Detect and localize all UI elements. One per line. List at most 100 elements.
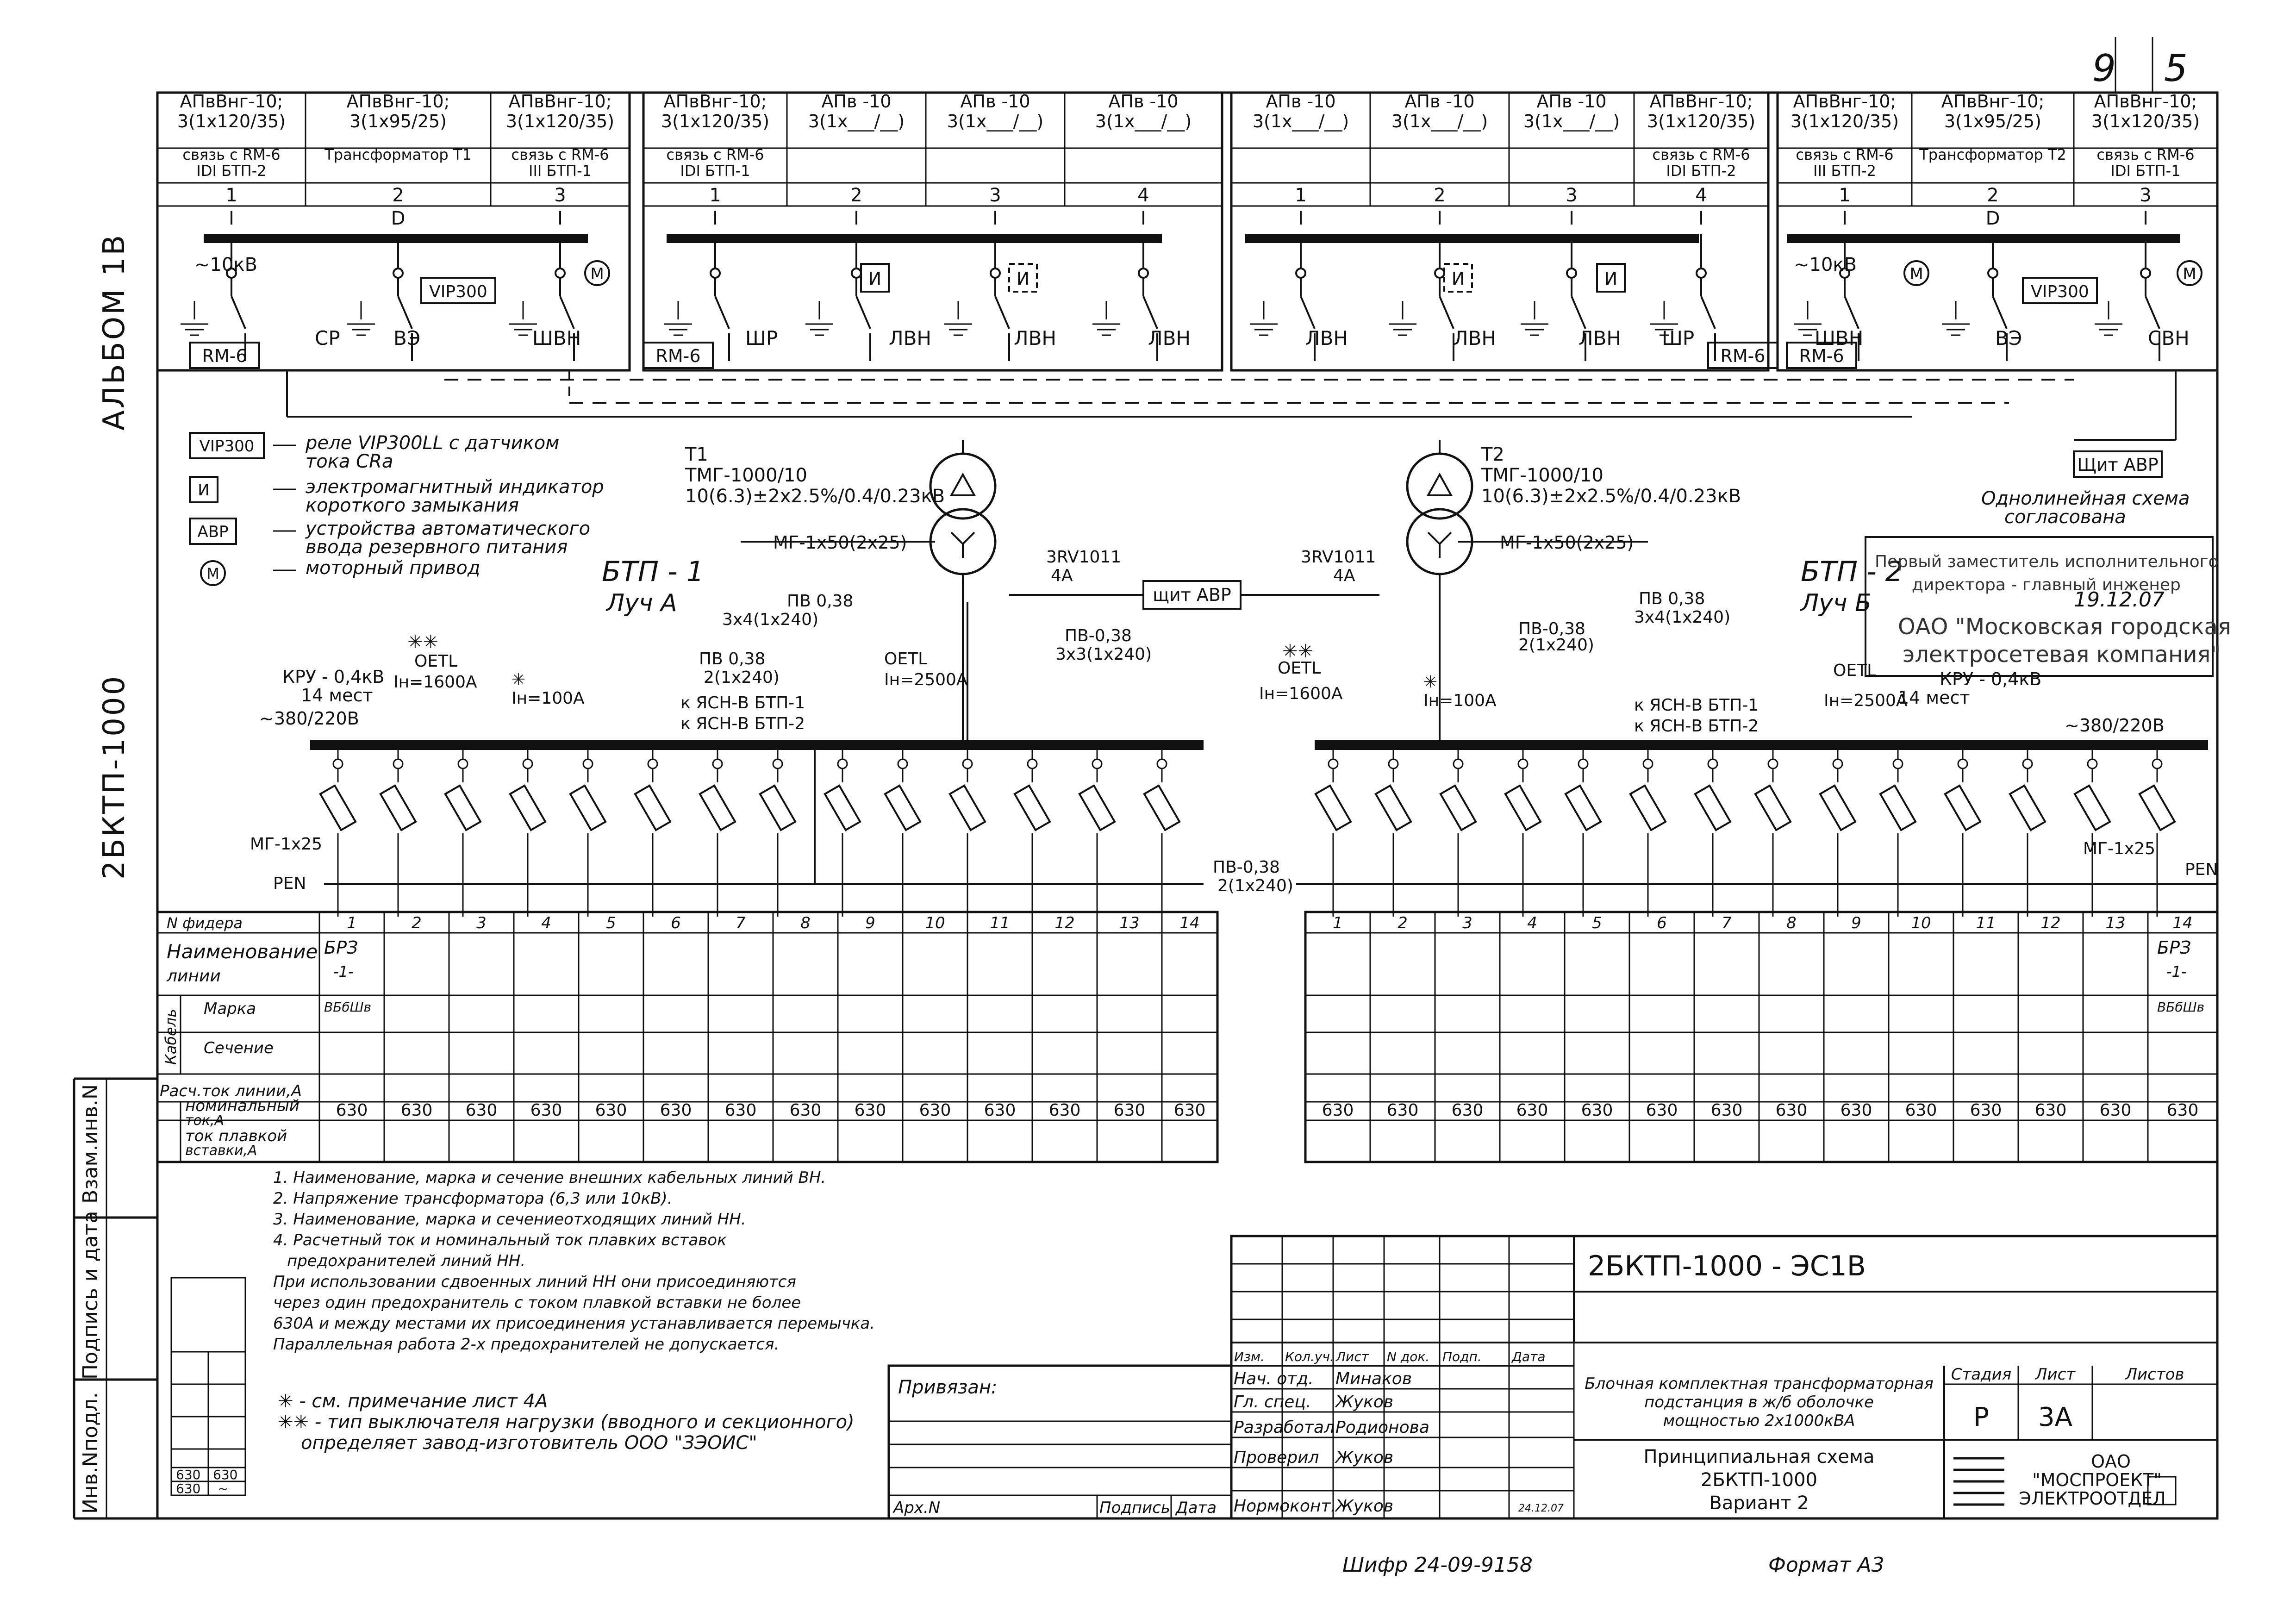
footnote-2: ✳✳ - тип выключателя нагрузки (вводного …	[278, 1412, 855, 1433]
fuse-symbol	[2073, 784, 2111, 831]
feeder-number: 5	[606, 914, 616, 932]
lv-feeder-node	[1707, 758, 1718, 769]
hv-node	[990, 268, 1001, 279]
kru-right: КРУ - 0,4кВ	[1940, 669, 2041, 689]
rm6-label: RM-6	[1799, 346, 1844, 366]
hv-cell-name: ВЭ	[1995, 327, 2022, 350]
legend-text: электромагнитный индикатор	[306, 476, 604, 498]
hv-cell-number: 2	[1987, 185, 1998, 206]
tb-name: Жуков	[1335, 1497, 1393, 1516]
hv-cell-kind: I	[557, 208, 563, 229]
feeder-nominal: 630	[790, 1101, 822, 1120]
fuse-symbol	[1439, 784, 1477, 831]
tb-header: Дата	[1511, 1349, 1546, 1364]
tb-scheme-3: Вариант 2	[1709, 1493, 1809, 1514]
hv-node	[710, 268, 721, 279]
transformer-ratio: 10(6.3)±2x2.5%/0.4/0.23кВ	[1481, 486, 1741, 507]
hv-cable-size: 3(1x___/__)	[1523, 111, 1620, 131]
tb-name: Родионова	[1335, 1418, 1429, 1437]
pv4: ПВ-0,38	[1518, 619, 1585, 638]
tb-org-2: "МОСПРОЕКТ"	[2032, 1470, 2162, 1490]
format-label: Формат А3	[1768, 1553, 1884, 1577]
ysn2-right: к ЯСН-В БТП-2	[1634, 717, 1759, 736]
rm6-label: RM-6	[202, 346, 247, 366]
vip300-label: VIP300	[2031, 282, 2089, 301]
fuse-symbol	[1078, 784, 1116, 831]
hv-busbar	[667, 234, 1162, 243]
hv-cell-name: СР	[315, 327, 340, 350]
hv-cell-number: 4	[1695, 185, 1707, 206]
lv-feeder-node	[582, 758, 593, 769]
stars-left: ✳✳	[407, 631, 438, 653]
pv2: ПВ 0,38	[699, 650, 765, 668]
tb-header: N док.	[1387, 1349, 1429, 1364]
org-logo-box	[2147, 1476, 2177, 1505]
brp-right: БРЗ	[2157, 937, 2191, 958]
stars-right: ✳✳	[1282, 641, 1313, 662]
hv-cell-name: ШР	[745, 327, 778, 350]
feeder-nominal: 630	[855, 1101, 886, 1120]
legend-symbol-circle	[200, 560, 226, 586]
feeder-table-right	[1304, 911, 2219, 1163]
feeder-nominal: 630	[336, 1101, 368, 1120]
indicator-label: И	[1604, 269, 1617, 289]
legend-text: устройства автоматического	[305, 518, 590, 539]
feeder-nominal: 630	[1452, 1101, 1484, 1120]
feeder-number: 11	[990, 914, 1010, 932]
pv6b: 2(1x240)	[1217, 876, 1293, 895]
places-right: 14 мест	[1898, 687, 1970, 708]
hv-cell-name: ЛВН	[889, 327, 931, 350]
indicator-box	[1443, 263, 1473, 293]
pen-left: PEN	[273, 874, 306, 893]
lv-feeder-node	[2152, 758, 2163, 769]
brp2-left: -1-	[333, 963, 353, 981]
feeder-nominal: 630	[1174, 1101, 1206, 1120]
lv-feeder-node	[332, 758, 343, 769]
hv-busbar	[1245, 234, 1699, 243]
fuse-symbol	[1879, 784, 1917, 831]
places-left: 14 мест	[301, 685, 373, 706]
hv-cable-mark: АПв -10	[1266, 91, 1335, 112]
rm6-label: RM-6	[655, 346, 700, 366]
hv-voltage-left: ~10кВ	[194, 254, 257, 275]
footnote-1: ✳ - см. примечание лист 4А	[278, 1391, 548, 1412]
hv-cable-size: 3(1x___/__)	[1391, 111, 1488, 131]
feeder-number: 12	[2040, 914, 2060, 932]
hv-cell-kind: D	[391, 208, 406, 229]
tb-name: Минаков	[1335, 1369, 1412, 1388]
hv-cell-name: ШВН	[532, 327, 581, 350]
fuse-symbol	[1504, 784, 1542, 831]
wye-symbol	[1427, 531, 1441, 545]
tb-desc-3: мощностью 2х1000кВА	[1663, 1412, 1855, 1430]
tb-role: Нач. отд.	[1234, 1369, 1314, 1388]
brp2-right: -1-	[2166, 963, 2186, 981]
in2500-right: Iн=2500А	[1824, 691, 1908, 710]
lv-feeder-node	[1388, 758, 1399, 769]
cipher-label: Шифр 24-09-9158	[1342, 1553, 1533, 1577]
avr-box-right	[2073, 450, 2163, 478]
tb-sheet: 3А	[2038, 1402, 2072, 1432]
hv-cell-kind: I	[2143, 208, 2148, 229]
feeder-number: 7	[736, 914, 746, 932]
hv-switch-blade	[714, 296, 730, 329]
tb-header: Изм.	[1234, 1349, 1265, 1364]
privyazan-label: Привязан:	[898, 1377, 998, 1398]
vip300-label: VIP300	[429, 282, 487, 301]
transformer-model: ТМГ-1000/10	[685, 465, 807, 486]
hv-cell-kind: I	[854, 208, 859, 229]
hv-node	[2140, 268, 2151, 279]
hv-group-box	[1776, 91, 2219, 372]
hv-cell-number: 4	[1137, 185, 1149, 206]
note-line: 4. Расчетный ток и номинальный ток плавк…	[273, 1231, 727, 1249]
hv-node	[393, 268, 404, 279]
delta-symbol	[1426, 472, 1453, 496]
feeder-number: 11	[1976, 914, 1996, 932]
transformer-name: T1	[685, 444, 708, 465]
feeder-nominal: 630	[1322, 1101, 1354, 1120]
hv-link-label-2: IDI БТП-1	[680, 162, 750, 180]
mini-tilde: ~	[218, 1481, 228, 1496]
fuse-symbol	[1694, 784, 1732, 831]
stamp-line-3: ОАО "Московская городская	[1898, 614, 2231, 640]
tb-name: Жуков	[1335, 1448, 1393, 1467]
